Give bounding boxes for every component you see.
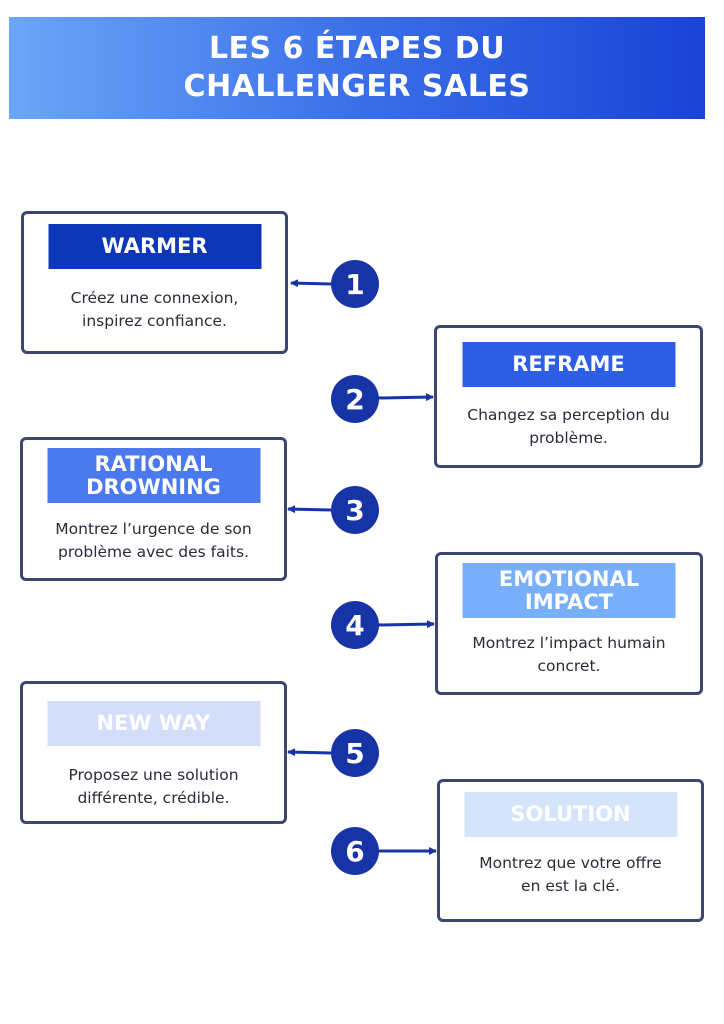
step-description: Proposez une solution différente, crédib… (23, 764, 284, 810)
step-label-line: DROWNING (86, 474, 221, 499)
step-label-rational-drowning: RATIONAL DROWNING (47, 448, 260, 503)
description-line: problème. (529, 429, 608, 447)
arrow-2 (377, 393, 434, 402)
description-line: Créez une connexion, (70, 289, 239, 307)
arrow-1 (290, 279, 332, 288)
step-number-text: 1 (345, 267, 365, 301)
step-label-line: IMPACT (524, 589, 614, 614)
step-label-line: SOLUTION (510, 802, 631, 826)
step-label-warmer: WARMER (48, 224, 261, 269)
description-line: différente, crédible. (77, 789, 230, 807)
step-description: Créez une connexion, inspirez confiance. (24, 287, 285, 333)
description-line: inspirez confiance. (82, 312, 227, 330)
step-label-line: EMOTIONAL (498, 566, 640, 591)
step-label-new-way: NEW WAY (47, 701, 260, 746)
description-line: problème avec des faits. (58, 543, 249, 561)
step-card-emotional-impact: EMOTIONAL IMPACT Montrez l’impact humain… (435, 552, 703, 695)
step-number-6: 6 (331, 827, 379, 875)
step-description: Changez sa perception du problème. (437, 404, 700, 450)
step-card-rational-drowning: RATIONAL DROWNING Montrez l’urgence de s… (20, 437, 287, 581)
step-number-5: 5 (331, 729, 379, 777)
step-label-line: REFRAME (512, 352, 625, 376)
description-line: Proposez une solution (68, 766, 239, 784)
step-label-line: WARMER (101, 234, 208, 258)
description-line: concret. (537, 657, 601, 675)
step-number-4: 4 (331, 601, 379, 649)
step-label-emotional-impact: EMOTIONAL IMPACT (462, 563, 676, 618)
description-line: Changez sa perception du (467, 406, 670, 424)
step-label-line: NEW WAY (96, 711, 211, 735)
step-label-line: RATIONAL (94, 451, 213, 476)
step-card-solution: SOLUTION Montrez que votre offre en est … (437, 779, 704, 922)
title-banner: LES 6 ÉTAPES DU CHALLENGER SALES (9, 17, 705, 119)
step-description: Montrez que votre offre en est la clé. (440, 852, 701, 898)
step-number-1: 1 (331, 260, 379, 308)
step-number-text: 3 (345, 493, 365, 527)
description-line: en est la clé. (521, 877, 620, 895)
step-number-2: 2 (331, 375, 379, 423)
step-card-reframe: REFRAME Changez sa perception du problèm… (434, 325, 703, 468)
step-label-reframe: REFRAME (462, 342, 675, 387)
description-line: Montrez l’impact humain (472, 634, 666, 652)
step-card-new-way: NEW WAY Proposez une solution différente… (20, 681, 287, 824)
step-number-text: 6 (345, 834, 365, 868)
step-number-text: 2 (345, 382, 365, 416)
step-description: Montrez l’urgence de son problème avec d… (23, 518, 284, 564)
title-line-1: LES 6 ÉTAPES DU (208, 31, 506, 66)
step-card-warmer: WARMER Créez une connexion, inspirez con… (21, 211, 288, 354)
step-description: Montrez l’impact humain concret. (438, 632, 700, 678)
step-label-solution: SOLUTION (464, 792, 677, 837)
description-line: Montrez que votre offre (479, 854, 662, 872)
arrow-4 (377, 620, 435, 629)
description-line: Montrez l’urgence de son (55, 520, 252, 538)
step-number-3: 3 (331, 486, 379, 534)
arrow-5 (287, 748, 332, 757)
arrow-3 (287, 505, 332, 514)
title-line-2: CHALLENGER SALES (183, 69, 531, 104)
step-number-text: 5 (345, 736, 365, 770)
step-number-text: 4 (345, 608, 365, 642)
